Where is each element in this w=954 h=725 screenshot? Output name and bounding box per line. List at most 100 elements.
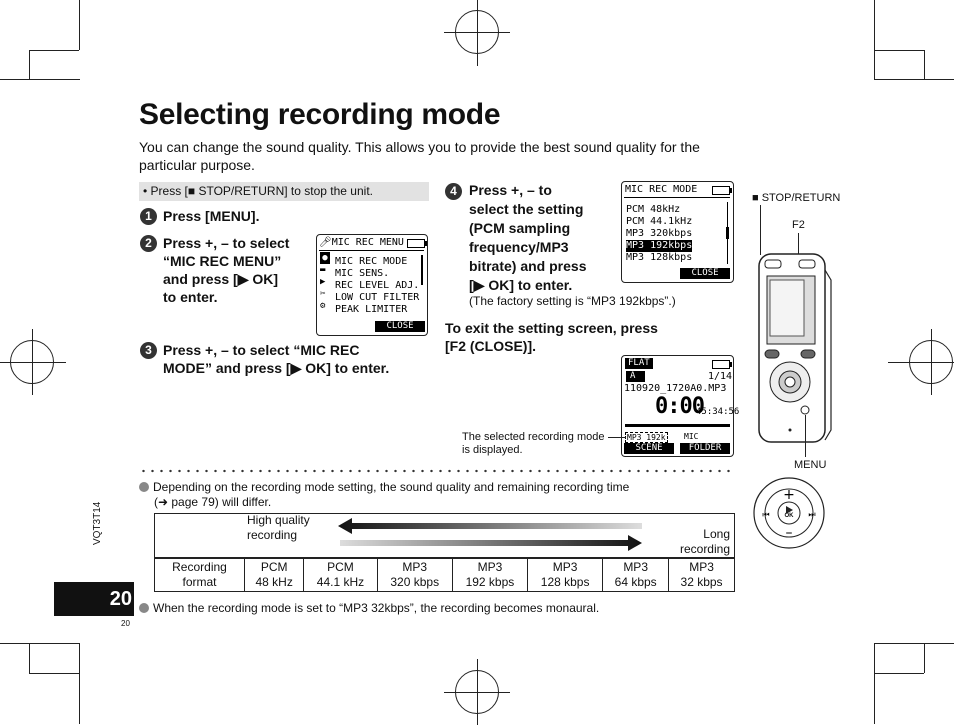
bullet-icon: •: [143, 184, 151, 198]
battery-icon: [407, 239, 427, 248]
folder-badge: A: [626, 371, 646, 382]
registration-mark: [477, 0, 478, 66]
tool-icon: ⚙: [320, 301, 326, 311]
battery-icon: [712, 360, 732, 369]
lcd-option-selected: MP3 192kbps: [626, 240, 693, 252]
quality-note-line: Depending on the recording mode setting,…: [153, 480, 630, 494]
ok-label: OK: [784, 513, 794, 519]
scene-button[interactable]: SCENE: [624, 443, 674, 454]
close-button[interactable]: CLOSE: [680, 268, 730, 279]
svg-text:⏮: ⏮: [762, 510, 769, 519]
rec-mode-badge: MP3 192k: [625, 432, 668, 443]
file-name: 110920_1720A0.MP3: [624, 383, 727, 394]
step-line: Press +, – to select “MIC REC: [163, 342, 360, 358]
crop-mark: [79, 643, 80, 724]
lcd-title: 🎤︎MIC REC MENU: [319, 237, 404, 249]
step-line: Press +, – to: [469, 182, 552, 198]
step-line: frequency/MP3: [469, 239, 569, 255]
crop-mark: [874, 79, 954, 80]
quality-arrows: [338, 518, 642, 551]
close-button[interactable]: CLOSE: [375, 321, 425, 332]
lcd-title-text: MIC REC MENU: [331, 237, 404, 248]
settings-icon: ▬: [320, 265, 326, 275]
step-number: 1: [140, 208, 157, 225]
bullet-icon: [139, 482, 149, 492]
page-title: Selecting recording mode: [139, 98, 501, 131]
lcd-menu-item: REC LEVEL ADJ.: [335, 280, 420, 291]
control-pad-illustration: + – ⏮ ⏭: [753, 477, 825, 549]
voice-recorder-illustration: [758, 253, 832, 443]
crop-mark: [29, 50, 30, 80]
crop-mark: [924, 50, 925, 80]
long-recording-line: recording: [679, 542, 730, 556]
step-line: bitrate) and press: [469, 258, 587, 274]
monaural-note-text: When the recording mode is set to “MP3 3…: [153, 601, 600, 615]
stop-note: • Press [■ STOP/RETURN] to stop the unit…: [139, 182, 429, 201]
crop-mark: [874, 643, 954, 644]
crop-mark: [924, 643, 925, 673]
lcd-option: PCM 44.1kHz: [626, 216, 693, 227]
exit-line: [F2 (CLOSE)].: [445, 338, 536, 354]
lcd-mic-rec-mode: MIC REC MODE PCM 48kHz PCM 44.1kHz MP3 3…: [621, 181, 734, 283]
mic-icon: 🎤︎: [319, 237, 332, 248]
high-quality-line: High quality: [247, 513, 310, 527]
step-number: 2: [140, 235, 157, 252]
rec-icon: ●: [320, 252, 330, 264]
crop-mark: [874, 673, 924, 674]
callout-line: The selected recording mode: [462, 431, 605, 443]
callout-text: The selected recording mode is displayed…: [462, 431, 604, 457]
long-recording-label: Long recording: [660, 527, 730, 557]
play-icon: ▶: [320, 277, 326, 287]
mic-label: MIC: [684, 432, 699, 441]
crop-mark: [874, 643, 875, 724]
page-number-small: 20: [121, 619, 130, 628]
registration-mark: [0, 362, 66, 363]
callout-line: is displayed.: [462, 444, 523, 456]
registration-mark: [888, 362, 954, 363]
step-4-text: Press +, – to select the setting (PCM sa…: [469, 181, 586, 295]
registration-mark: [444, 32, 510, 33]
high-quality-line: recording: [247, 528, 298, 542]
step-line: select the setting: [469, 201, 584, 217]
crop-mark: [874, 0, 875, 80]
monaural-note: When the recording mode is set to “MP3 3…: [139, 601, 599, 616]
registration-mark: [444, 692, 510, 693]
lcd-menu-item: MIC REC MODE: [335, 256, 408, 267]
lcd-menu-item: MIC SENS.: [335, 268, 390, 279]
crop-mark: [79, 0, 80, 50]
lcd-option: MP3 128kbps: [626, 252, 693, 263]
step-line: [▶ OK] to enter.: [469, 277, 573, 293]
crop-mark: [29, 673, 79, 674]
lcd-option: PCM 48kHz: [626, 204, 681, 215]
stop-return-label: ■ STOP/RETURN: [752, 192, 841, 204]
menu-pointer: [805, 415, 806, 457]
step-number: 4: [445, 183, 462, 200]
high-quality-label: High quality recording: [247, 513, 310, 543]
menu-label: MENU: [794, 459, 827, 471]
step-line: to enter.: [163, 289, 218, 305]
step-2-text: Press +, – to select “MIC REC MENU” and …: [163, 234, 289, 306]
lcd-mic-rec-menu: 🎤︎MIC REC MENU ● ▬ ▶ ✂ ⚙ MIC REC MODE MI…: [316, 234, 428, 336]
progress-bar: [625, 424, 730, 427]
page-number: 20: [109, 588, 132, 610]
exit-line: To exit the setting screen, press: [445, 320, 658, 336]
stop-pointer: [760, 205, 761, 255]
step-line: (PCM sampling: [469, 220, 571, 236]
lcd-recording-screen: FLAT A 1/14 110920_1720A0.MP3 0:00 45:34…: [621, 355, 739, 457]
edit-icon: ✂: [320, 289, 326, 299]
page-tab: [54, 582, 134, 616]
folder-button[interactable]: FOLDER: [680, 443, 730, 454]
eq-badge: FLAT: [625, 358, 653, 369]
lcd-divider: [624, 197, 730, 198]
lcd-option: MP3 320kbps: [626, 228, 693, 239]
scrollbar-thumb: [726, 227, 729, 239]
